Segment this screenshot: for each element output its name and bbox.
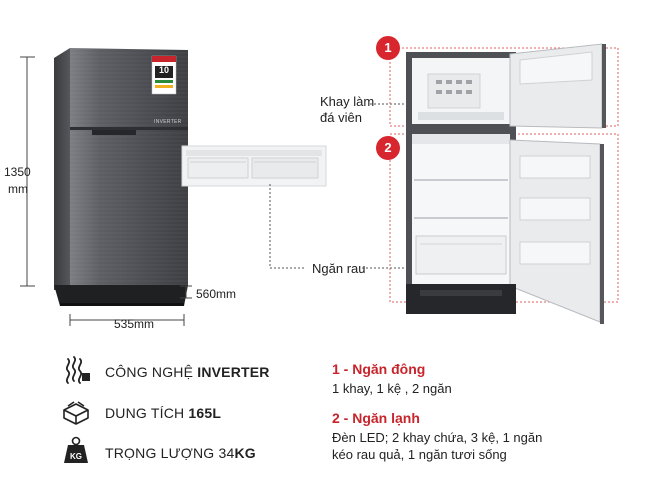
freezer-title: 1 - Ngăn đông <box>332 361 426 377</box>
drawer-zoom-inset <box>181 145 327 187</box>
height-value: 1350 <box>4 165 31 179</box>
spec-capacity: DUNG TÍCH 165L <box>105 405 221 421</box>
depth-dimension-line <box>180 285 192 299</box>
height-unit: mm <box>8 182 28 196</box>
width-value: 535mm <box>114 317 155 331</box>
ice-tray-callout-line2: đá viên <box>320 110 362 125</box>
freezer-badge: 1 <box>376 36 400 60</box>
door-handle <box>92 130 136 135</box>
veg-drawer-callout: Ngăn rau <box>312 261 366 276</box>
energy-label-sticker <box>151 55 177 95</box>
inverter-chip-icon <box>65 356 90 384</box>
spec-weight: TRỌNG LƯỢNG 34KG <box>105 445 256 461</box>
fridge-base <box>54 285 188 306</box>
fridge-title: 2 - Ngăn lạnh <box>332 410 420 426</box>
spec-technology: CÔNG NGHỆ INVERTER <box>105 364 270 380</box>
spec-capacity-value: 165L <box>188 405 222 421</box>
ice-tray-callout: Khay làm đá viên <box>320 94 374 126</box>
weight-icon-text: KG <box>70 452 82 461</box>
depth-value: 560mm <box>196 287 237 301</box>
width-dimension-line <box>69 314 185 326</box>
capacity-box-icon <box>63 401 89 425</box>
spec-technology-value: INVERTER <box>197 364 270 380</box>
energy-label-number: 10 <box>158 65 169 75</box>
open-fridge-illustration <box>389 43 619 324</box>
spec-capacity-label: DUNG TÍCH <box>105 405 189 421</box>
ice-tray-callout-line1: Khay làm <box>320 94 375 109</box>
fridge-description-line2: kéo rau quả, 1 ngăn tươi sống <box>332 447 507 462</box>
spec-technology-label: CÔNG NGHỆ <box>105 364 198 380</box>
freezer-description: 1 khay, 1 kệ , 2 ngăn <box>332 381 452 396</box>
fridge-badge: 2 <box>376 136 400 160</box>
brand-mark: INVERTER <box>154 119 182 125</box>
weight-kg-icon <box>64 436 88 463</box>
fridge-side-panel <box>54 48 70 290</box>
height-dimension-line <box>20 56 35 287</box>
closed-fridge-illustration <box>20 48 192 326</box>
fridge-description-line1: Đèn LED; 2 khay chứa, 3 kệ, 1 ngăn <box>332 430 543 445</box>
spec-weight-label: TRỌNG LƯỢNG 34 <box>105 445 235 461</box>
spec-weight-value: KG <box>234 445 256 461</box>
vegetable-drawer <box>415 235 507 275</box>
